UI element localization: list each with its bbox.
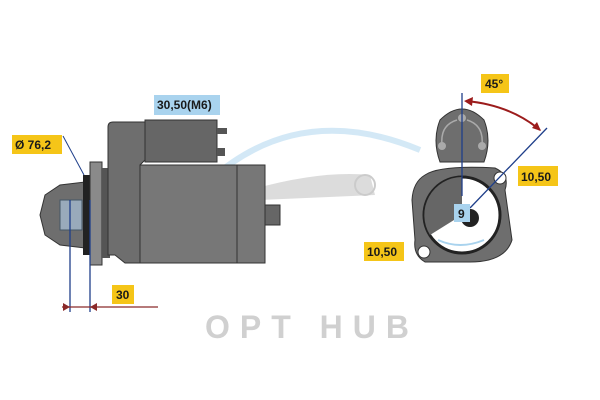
angle-line [469, 127, 548, 209]
angle-label: 45° [485, 77, 503, 91]
flange-spacer [102, 168, 110, 258]
hole-right-label: 10,50 [521, 170, 551, 184]
side-view: 30,50(M6) Ø 76,2 30 [12, 95, 281, 312]
gasket [83, 175, 90, 255]
arrowheads [63, 303, 97, 311]
diameter-label: Ø 76,2 [15, 138, 51, 152]
teeth-label-box [454, 204, 470, 222]
end-view: 45° 10,50 10,50 9 [364, 74, 558, 263]
mounting-flange [89, 161, 103, 266]
leader-line [62, 135, 85, 176]
hole-left-label-box [364, 242, 404, 261]
pinion-gear [59, 199, 83, 231]
diameter-label-box [12, 135, 62, 154]
solenoid [144, 119, 218, 163]
drive-housing [107, 121, 146, 264]
angle-label-box [481, 74, 509, 93]
distance-label-box [112, 285, 134, 304]
distance-label: 30 [116, 288, 130, 302]
mounting-hole-left [417, 245, 431, 259]
watermark-car-logo [208, 127, 422, 200]
mounting-hole-right [493, 171, 507, 185]
terminal-stud [217, 148, 225, 156]
angle-arrowheads [464, 97, 541, 131]
motor-body [139, 164, 266, 264]
watermark-text: OPT HUB [205, 309, 419, 345]
terminal-label-box [154, 95, 220, 115]
terminal-stud [217, 128, 227, 134]
hole-left-label: 10,50 [367, 245, 397, 259]
terminal-label: 30,50(M6) [157, 98, 212, 112]
hole-right-label-box [518, 166, 558, 186]
rear-bearing-cap [264, 204, 281, 226]
angle-arc [465, 100, 541, 131]
rotation-arc [437, 239, 485, 246]
teeth-label: 9 [458, 207, 465, 221]
